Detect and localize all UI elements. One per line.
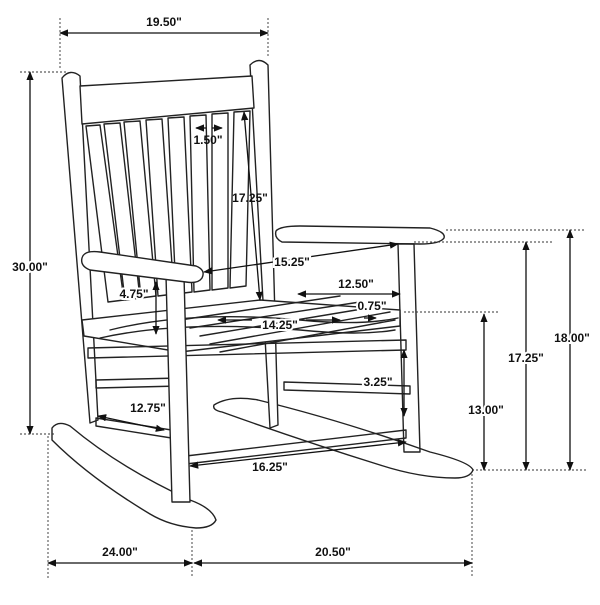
left-arm bbox=[80, 250, 204, 284]
label-seat-width: 15.25" bbox=[274, 255, 310, 269]
label-stretcher-height: 3.25" bbox=[363, 375, 392, 389]
label-arm-to-seat: 4.75" bbox=[119, 287, 148, 301]
right-arm bbox=[274, 225, 445, 245]
label-rocker-back-depth: 20.50" bbox=[315, 545, 351, 559]
label-side-stretcher: 12.75" bbox=[130, 401, 166, 415]
right-front-post bbox=[397, 243, 421, 453]
label-back-slat-spacing: 1.50" bbox=[193, 133, 222, 147]
right-rail-upper bbox=[283, 381, 411, 395]
dimension-labels: 19.50" 1.50" 17.25" 30.00" 15.25" 12.50"… bbox=[10, 15, 592, 559]
front-stretcher bbox=[185, 429, 407, 465]
label-overall-width: 19.50" bbox=[146, 15, 182, 29]
label-arm-length: 12.50" bbox=[338, 277, 374, 291]
top-rail bbox=[79, 75, 255, 125]
label-arm-top-height: 17.25" bbox=[508, 351, 544, 365]
rear-rocker bbox=[212, 397, 474, 479]
dimension-lines bbox=[20, 18, 586, 578]
label-front-stretcher: 16.25" bbox=[252, 460, 288, 474]
label-seat-depth: 14.25" bbox=[262, 318, 298, 332]
label-arm-height: 18.00" bbox=[554, 331, 590, 345]
label-arm-thickness: 0.75" bbox=[357, 299, 386, 313]
left-lower-rail bbox=[95, 377, 181, 389]
label-seat-height: 13.00" bbox=[468, 403, 504, 417]
front-rocker bbox=[51, 422, 217, 529]
label-back-height: 17.25" bbox=[232, 191, 268, 205]
right-back-post bbox=[249, 59, 279, 429]
label-overall-height: 30.00" bbox=[12, 260, 48, 274]
label-rocker-front-depth: 24.00" bbox=[102, 545, 138, 559]
